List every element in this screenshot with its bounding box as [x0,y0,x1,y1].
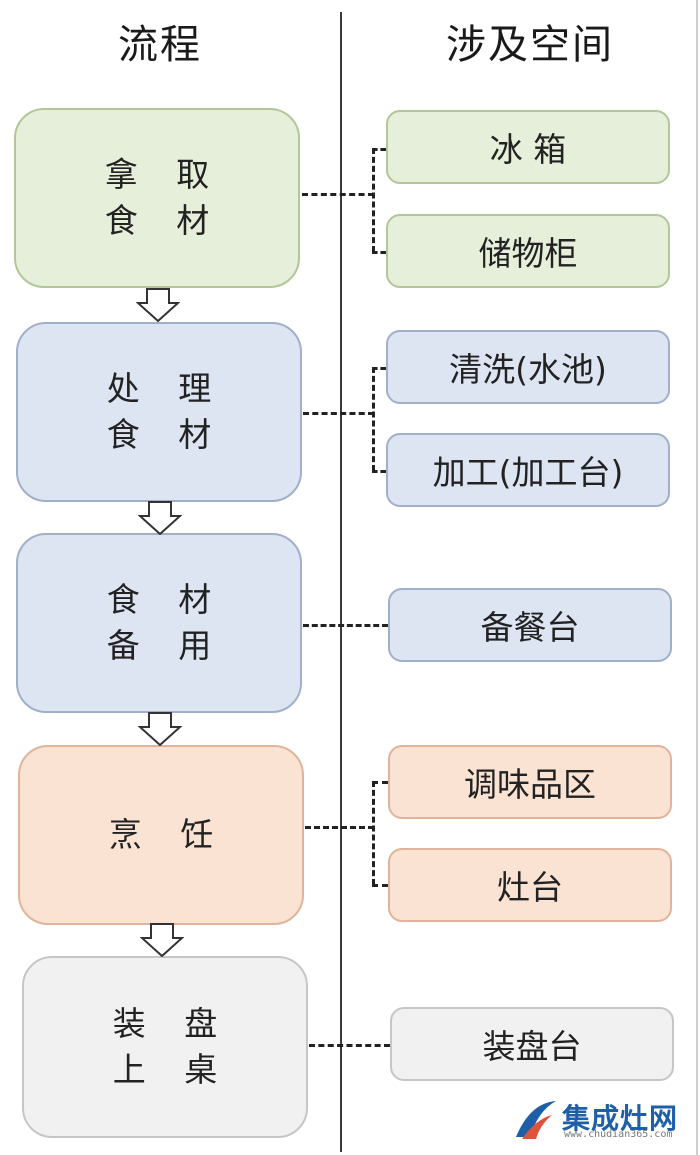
step-label-line1: 装 盘 [112,1004,232,1043]
space-sink: 清洗(水池) [386,330,670,404]
connector-bracket [372,781,375,885]
space-prep-counter: 加工(加工台) [386,433,670,507]
step-label-line2: 食 材 [104,201,224,240]
connector-line [302,193,374,196]
down-arrow-icon [140,923,184,957]
connector-line [305,826,374,829]
watermark-url: www.chudian365.com [564,1129,673,1140]
step-label-line2: 食 材 [106,415,226,454]
step-cooking: 烹 饪 [18,745,304,925]
connector-line [303,624,388,627]
connector-line [309,1044,390,1047]
step-process-ingredients: 处 理 食 材 [16,322,302,502]
step-prepare-ingredients: 食 材 备 用 [16,533,302,713]
process-column-header: 流程 [118,22,202,68]
space-seasoning-area: 调味品区 [388,745,672,819]
connector-line [372,884,388,887]
space-serving-counter: 备餐台 [388,588,672,662]
step-label-line1: 烹 饪 [108,815,228,854]
connector-bracket [372,367,375,471]
watermark-brand: 集成灶网 [562,1102,679,1135]
space-refrigerator: 冰 箱 [386,110,670,184]
space-stove: 灶台 [388,848,672,922]
watermark-logo: 集成灶网 www.chudian365.com [512,1093,692,1151]
connector-line [372,470,386,473]
step-label-line2: 上 桌 [112,1050,232,1089]
down-arrow-icon [138,501,182,535]
down-arrow-icon [138,712,182,746]
connector-line [372,148,386,151]
space-storage-cabinet: 储物柜 [386,214,670,288]
connector-line [372,781,388,784]
brand-swoosh-icon [516,1101,556,1139]
step-label-line2: 备 用 [106,626,226,665]
step-label-line1: 拿 取 [104,155,224,194]
step-label-line1: 处 理 [106,369,226,408]
connector-line [372,367,386,370]
step-label-line1: 食 材 [106,580,226,619]
down-arrow-icon [136,288,180,322]
space-plating-counter: 装盘台 [390,1007,674,1081]
connector-line [372,251,386,254]
column-divider [340,12,342,1152]
step-plate-and-serve: 装 盘 上 桌 [22,956,308,1138]
spaces-column-header: 涉及空间 [446,22,614,68]
step-get-ingredients: 拿 取 食 材 [14,108,300,288]
connector-line [303,412,374,415]
right-edge-line [696,0,698,1155]
connector-bracket [372,148,375,252]
